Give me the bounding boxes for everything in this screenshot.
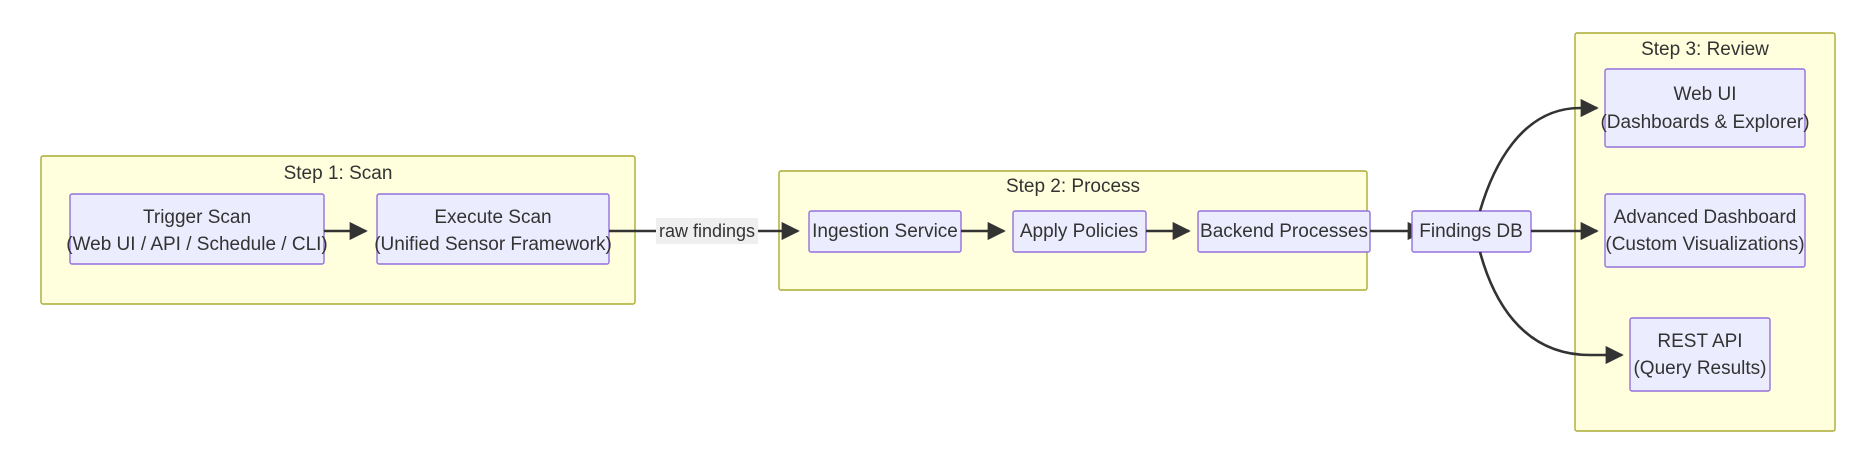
node-trigger-scan-box[interactable] bbox=[69, 193, 325, 265]
edge-findingsdb-to-rest-api bbox=[1478, 251, 1624, 365]
node-execute-scan-line2: (Unified Sensor Framework) bbox=[374, 234, 612, 255]
node-rest-api[interactable]: REST API (Query Results) bbox=[1629, 317, 1771, 392]
node-findings-db[interactable]: Findings DB bbox=[1411, 210, 1532, 253]
node-advanced-dashboard-line1: Advanced Dashboard bbox=[1614, 207, 1797, 228]
edge-label-raw-findings: raw findings bbox=[659, 221, 755, 241]
node-web-ui-line2: (Dashboards & Explorer) bbox=[1600, 112, 1809, 133]
cluster-step2-label: Step 2: Process bbox=[1006, 176, 1140, 197]
node-execute-scan-line1: Execute Scan bbox=[434, 207, 551, 228]
node-trigger-scan-line1: Trigger Scan bbox=[143, 207, 251, 228]
node-advanced-dashboard[interactable]: Advanced Dashboard (Custom Visualization… bbox=[1604, 193, 1806, 268]
node-advanced-dashboard-box[interactable] bbox=[1604, 193, 1806, 268]
node-findings-db-label: Findings DB bbox=[1419, 221, 1523, 242]
node-rest-api-box[interactable] bbox=[1629, 317, 1771, 392]
node-web-ui-box[interactable] bbox=[1604, 68, 1806, 148]
edge-findingsdb-to-webui bbox=[1478, 98, 1599, 212]
node-backend-processes-label: Backend Processes bbox=[1200, 221, 1368, 242]
node-execute-scan-box[interactable] bbox=[376, 193, 610, 265]
node-apply-policies[interactable]: Apply Policies bbox=[1012, 210, 1147, 253]
node-rest-api-line2: (Query Results) bbox=[1633, 358, 1766, 379]
node-web-ui-line1: Web UI bbox=[1673, 84, 1736, 105]
node-apply-policies-label: Apply Policies bbox=[1020, 221, 1138, 242]
cluster-step1-label: Step 1: Scan bbox=[284, 163, 393, 184]
node-trigger-scan[interactable]: Trigger Scan (Web UI / API / Schedule / … bbox=[66, 193, 328, 265]
edge-label-raw-findings-bg bbox=[656, 218, 758, 244]
node-ingestion-service-label: Ingestion Service bbox=[812, 221, 958, 242]
node-backend-processes[interactable]: Backend Processes bbox=[1197, 210, 1371, 253]
cluster-step3-label: Step 3: Review bbox=[1641, 39, 1769, 60]
node-ingestion-service[interactable]: Ingestion Service bbox=[808, 210, 962, 253]
node-rest-api-line1: REST API bbox=[1657, 331, 1742, 352]
node-web-ui[interactable]: Web UI (Dashboards & Explorer) bbox=[1600, 68, 1810, 148]
node-advanced-dashboard-line2: (Custom Visualizations) bbox=[1605, 234, 1804, 255]
node-trigger-scan-line2: (Web UI / API / Schedule / CLI) bbox=[66, 234, 328, 255]
node-execute-scan[interactable]: Execute Scan (Unified Sensor Framework) bbox=[374, 193, 612, 265]
